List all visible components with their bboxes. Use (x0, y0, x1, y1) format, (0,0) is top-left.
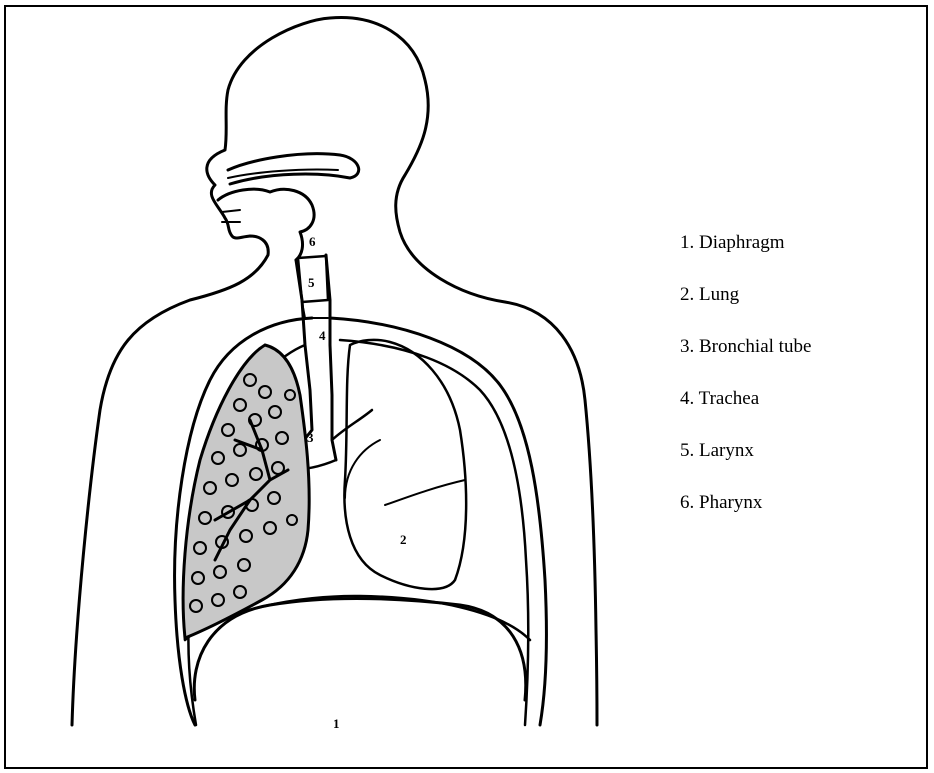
legend-item-trachea: 4. Trachea (680, 388, 811, 414)
legend: 1. Diaphragm 2. Lung 3. Bronchial tube 4… (680, 232, 811, 544)
diaphragm (194, 599, 525, 700)
callout-5: 5 (308, 275, 315, 290)
lung-right (344, 340, 466, 589)
legend-item-pharynx: 6. Pharynx (680, 492, 811, 518)
callout-6: 6 (309, 234, 316, 249)
nasal-passage (228, 154, 359, 184)
mouth (218, 189, 314, 260)
body-outline (72, 18, 597, 725)
legend-item-bronchial-tube: 3. Bronchial tube (680, 336, 811, 362)
callout-4: 4 (319, 328, 326, 343)
callout-1: 1 (333, 716, 340, 731)
legend-item-diaphragm: 1. Diaphragm (680, 232, 811, 258)
legend-item-larynx: 5. Larynx (680, 440, 811, 466)
legend-item-lung: 2. Lung (680, 284, 811, 310)
callout-3: 3 (307, 430, 314, 445)
callout-2: 2 (400, 532, 407, 547)
